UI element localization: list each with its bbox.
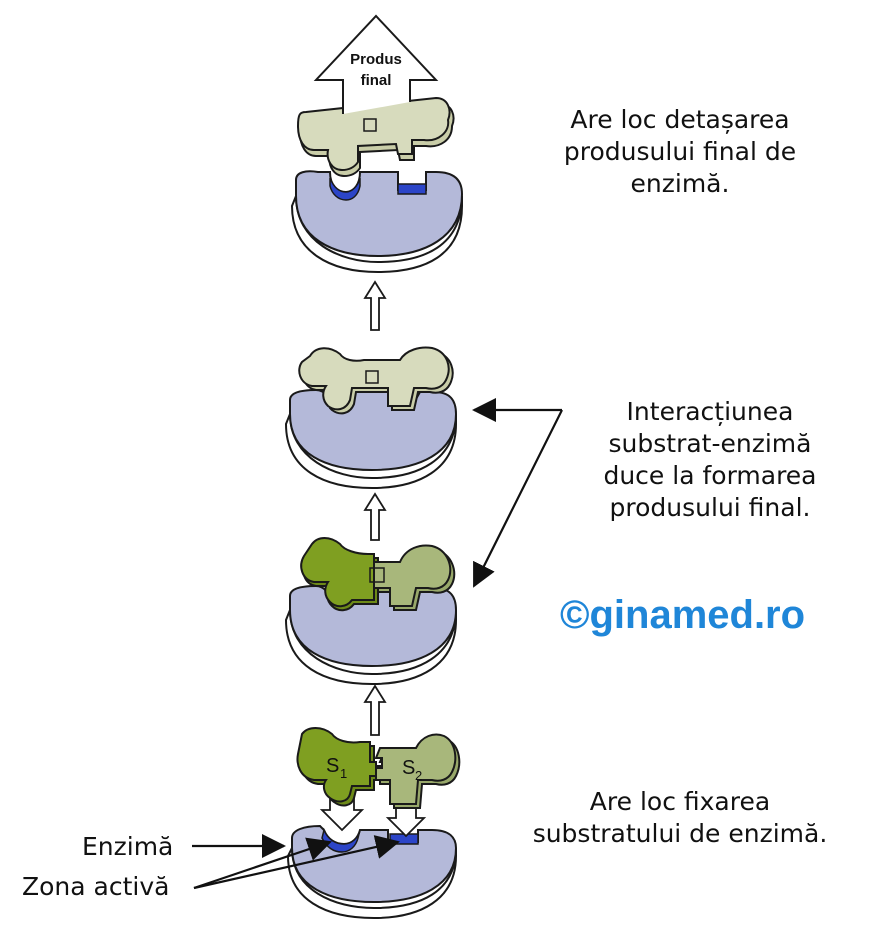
interaction-pointer-arrow [471,397,563,588]
product-stage-3 [298,346,454,415]
caption-fixation-line-2: substratului de enzimă. [532,819,828,848]
flow-arrow-2-to-3 [363,492,387,541]
flow-arrow-1-to-2 [363,684,387,736]
final-product-arrow: Produs final [313,14,439,114]
enzyme-body [295,170,464,258]
product-stage-4 [296,96,455,178]
substrate-2: S 2 [374,733,461,809]
final-product-label-line1: Produs [350,51,402,68]
active-site-2 [397,183,427,195]
active-site-1 [329,177,361,201]
caption-interaction: Interacțiunea substrat-enzimă duce la fo… [560,396,860,524]
substrate-2-label: S [402,757,415,779]
flow-arrow-3-to-4 [363,280,387,331]
caption-interaction-line-3: duce la formarea [603,461,817,490]
watermark: ©ginamed.ro [560,593,806,637]
active-site-label-arrows [193,835,400,890]
substrate-1-label: S [326,755,339,777]
caption-detachment: Are loc detașarea produsului final de en… [530,104,830,200]
enzyme-stage-1 [286,824,458,920]
caption-interaction-line-2: substrat-enzimă [608,429,812,458]
substrate-binding-arrows [319,795,427,838]
enzyme-stage-4 [290,170,464,274]
caption-detachment-line-2: produsului final de [563,137,797,166]
caption-interaction-line-4: produsului final. [609,493,811,522]
active-site-label: Zona activă [22,872,170,901]
enzyme-stage-3 [284,388,458,490]
substrates-bound-stage-2 [300,537,456,612]
caption-fixation: Are loc fixarea substratului de enzimă. [510,786,850,850]
caption-detachment-line-1: Are loc detașarea [570,105,790,134]
caption-interaction-line-1: Interacțiunea [626,397,794,426]
substrate-1-subscript: 1 [340,766,347,781]
enzyme-label: Enzimă [82,832,174,861]
substrate-1: S 1 [296,727,381,807]
substrate-2-subscript: 2 [415,768,422,783]
caption-detachment-line-3: enzimă. [630,169,730,198]
caption-fixation-line-1: Are loc fixarea [589,787,771,816]
final-product-label-line2: final [361,72,392,89]
